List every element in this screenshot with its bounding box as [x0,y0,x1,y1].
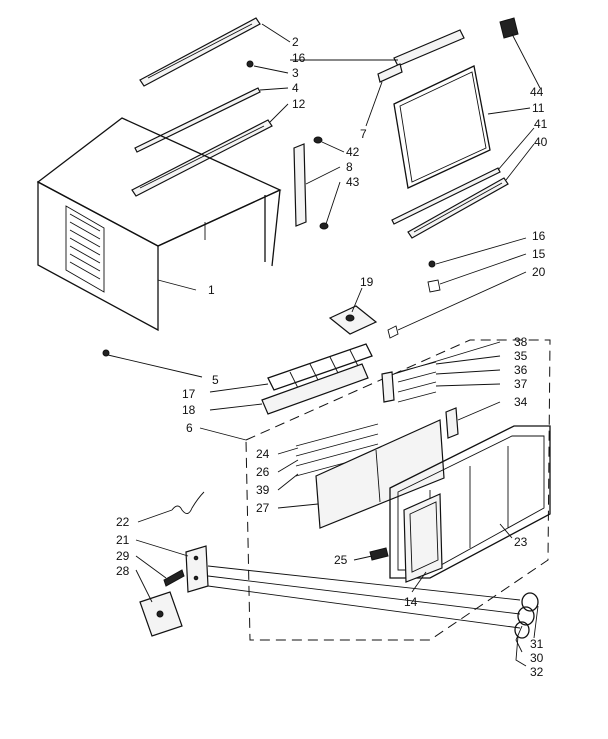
part-fittings-30-32 [514,592,539,639]
callout-18: 18 [182,403,196,417]
callout-37: 37 [514,377,528,391]
callout-31: 31 [530,637,544,651]
part-door-14 [403,493,443,583]
callout-26: 26 [256,465,270,479]
callout-42: 42 [346,145,360,159]
callout-24: 24 [256,447,270,461]
assembly-boundary [245,339,551,641]
callout-17: 17 [182,387,196,401]
callout-41: 41 [534,117,548,131]
callout-38: 38 [514,335,528,349]
callout-36: 36 [514,363,528,377]
callout-5: 5 [212,373,219,387]
part-clip-20 [387,325,399,339]
callout-16-top: 16 [292,51,306,65]
part-knob-29 [163,569,185,587]
part-rail-16-top [393,29,465,67]
part-filter-27 [315,419,445,529]
callout-27: 27 [256,501,270,515]
part-panel-11 [393,65,491,189]
part-cabinet [36,117,282,332]
callout-28: 28 [116,564,130,578]
part-bracket-19 [328,305,378,335]
callout-44: 44 [530,85,544,99]
part-rail-12 [131,119,273,197]
part-pin-25 [369,547,389,561]
part-bracket-28 [139,591,183,637]
callout-25: 25 [334,553,348,567]
part-screw [246,60,254,68]
callout-labels: 2 16 3 4 12 44 11 7 41 40 42 8 43 1 16 1… [116,35,548,679]
callout-7: 7 [360,127,367,141]
part-cabinet-grille [65,205,105,293]
part-screw-5 [102,349,110,357]
callout-19: 19 [360,275,374,289]
part-clip-34 [445,407,459,439]
callout-4: 4 [292,81,299,95]
callout-29: 29 [116,549,130,563]
part-plate-21 [185,545,209,593]
callout-12: 12 [292,97,306,111]
part-strips-38-37 [381,361,437,403]
callout-1: 1 [208,283,215,297]
part-base-18 [261,363,369,415]
callout-3: 3 [292,66,299,80]
callout-20: 20 [532,265,546,279]
part-bolt-42 [313,136,323,144]
callout-14: 14 [404,595,418,609]
part-bracket-7 [377,63,403,83]
callout-11: 11 [532,101,545,115]
part-washer-15 [427,279,441,293]
callout-39: 39 [256,483,270,497]
part-clip-44 [499,17,519,39]
callout-35: 35 [514,349,528,363]
part-rod [134,87,261,153]
part-screw-16-mid [428,260,436,268]
part-bolt-43 [319,222,329,230]
part-tubes [207,565,521,629]
callout-43: 43 [346,175,360,189]
callout-40: 40 [534,135,548,149]
part-wire-22 [171,491,205,514]
callout-32: 32 [530,665,544,679]
part-top-rail [139,17,261,87]
callout-16-mid: 16 [532,229,546,243]
callout-30: 30 [530,651,544,665]
callout-6: 6 [186,421,193,435]
callout-21: 21 [116,533,130,547]
callout-8: 8 [346,160,353,174]
part-rod-41 [391,167,501,225]
leader-lines [107,23,541,667]
callout-34: 34 [514,395,528,409]
callout-15: 15 [532,247,546,261]
callout-2: 2 [292,35,299,49]
callout-22: 22 [116,515,130,529]
callout-23: 23 [514,535,528,549]
part-upright-bracket [293,143,307,227]
part-rail-40 [407,177,509,239]
